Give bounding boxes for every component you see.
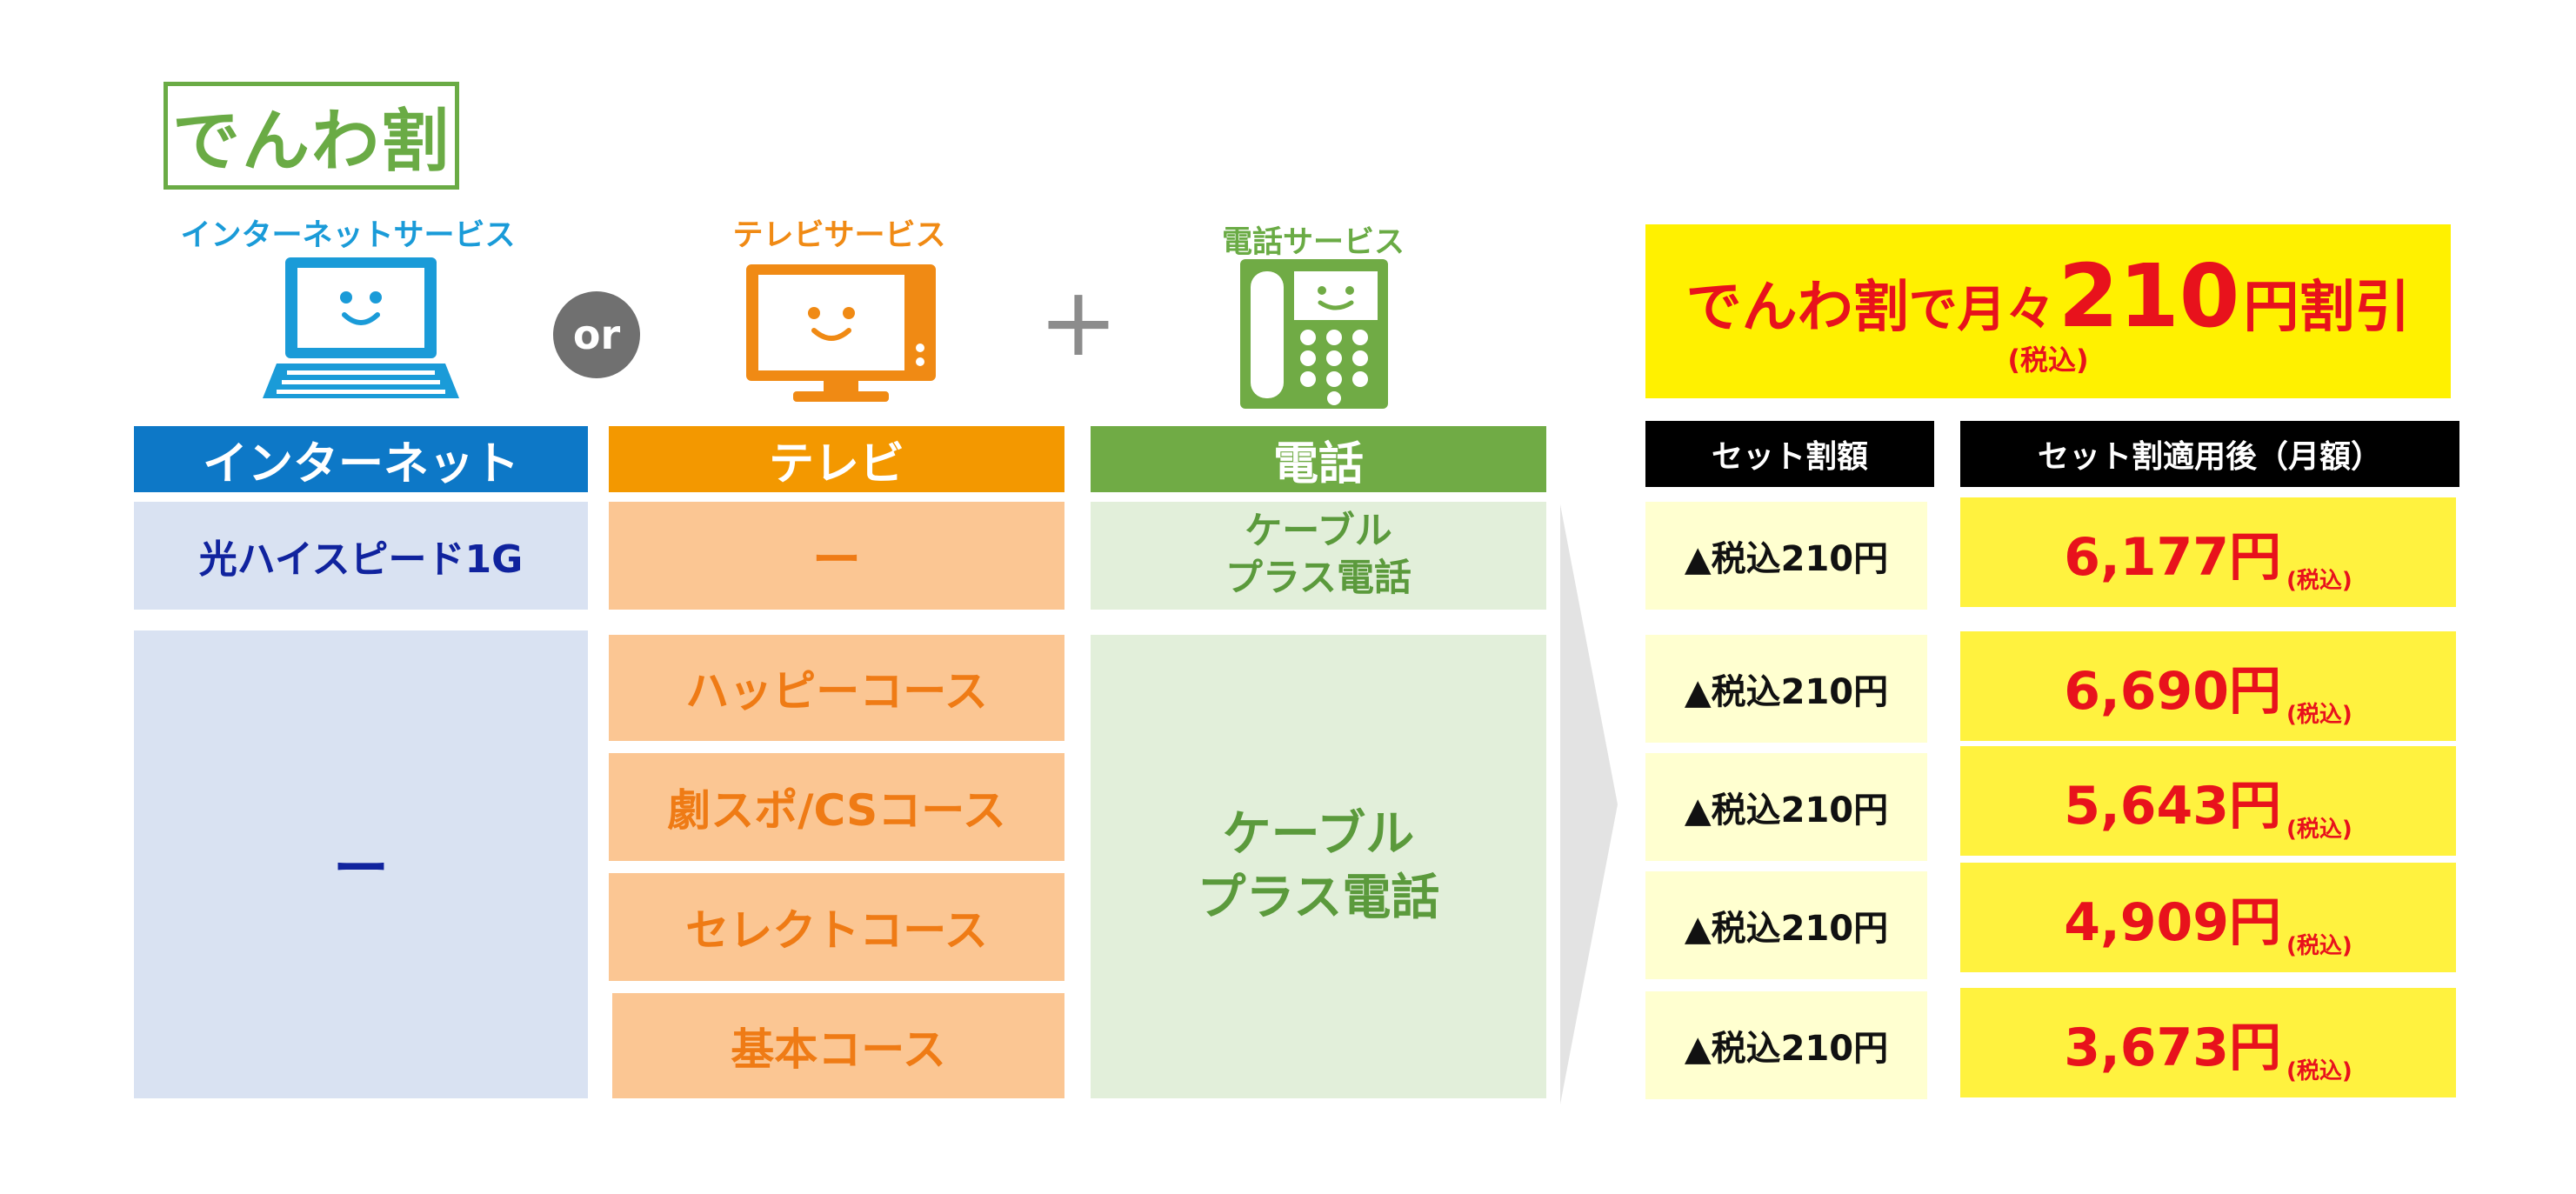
price-cell: 6,177円 (税込) (1960, 497, 2456, 607)
phone-icon (1240, 259, 1388, 409)
phone-service-label: 電話サービス (1221, 225, 1405, 260)
price-tax-note: (税込) (2286, 817, 2352, 843)
row1-phone-line2: プラス電話 (1225, 557, 1412, 600)
price-tax-note: (税込) (2286, 568, 2352, 594)
discount-cell: ▲税込210円 (1645, 753, 1927, 861)
promo-middle: で月々 (1908, 281, 2055, 338)
price-cell: 5,643円 (税込) (1960, 746, 2456, 856)
price-tax-note: (税込) (2286, 1058, 2352, 1084)
internet-service-label: インターネットサービス (180, 218, 516, 253)
price-value: 4,909円 (2064, 891, 2281, 953)
arrow-right-icon (1560, 504, 1618, 1104)
denwa-wari-badge: でんわ割 (164, 82, 459, 190)
price-value: 3,673円 (2064, 1017, 2281, 1078)
row2-internet-none: ー (134, 630, 588, 1098)
tv-course-happy: ハッピーコース (609, 635, 1064, 741)
price-value: 6,177円 (2064, 526, 2281, 588)
price-cell: 6,690円 (税込) (1960, 631, 2456, 741)
tv-course-gekispo-cs: 劇スポ/CSコース (609, 753, 1064, 861)
tv-course-select: セレクトコース (609, 873, 1064, 981)
row2-phone-plan: ケーブル プラス電話 (1091, 635, 1546, 1098)
price-value: 6,690円 (2064, 660, 2281, 722)
tv-course-basic: 基本コース (612, 993, 1064, 1098)
after-discount-header: セット割適用後（月額） (1960, 421, 2459, 487)
promo-tax-note: (税込) (2007, 343, 2089, 377)
set-discount-header: セット割額 (1645, 421, 1934, 487)
laptop-icon (263, 257, 459, 398)
internet-column-header: インターネット (134, 426, 588, 492)
row1-internet-plan: 光ハイスピード1G (134, 502, 588, 610)
discount-cell: ▲税込210円 (1645, 502, 1927, 610)
tv-icon (746, 264, 936, 402)
row1-phone-line1: ケーブル (1245, 510, 1392, 554)
discount-cell: ▲税込210円 (1645, 991, 1927, 1099)
discount-cell: ▲税込210円 (1645, 871, 1927, 979)
discount-cell: ▲税込210円 (1645, 635, 1927, 743)
or-symbol: or (553, 291, 640, 378)
price-tax-note: (税込) (2286, 933, 2352, 959)
promo-prefix: でんわ割 (1685, 275, 1909, 340)
price-cell: 3,673円 (税込) (1960, 988, 2456, 1097)
promo-suffix: 円割引 (2243, 275, 2411, 340)
phone-column-header: 電話 (1091, 426, 1546, 492)
row1-tv-none: ー (609, 502, 1064, 610)
row2-phone-line1: ケーブル (1222, 805, 1415, 863)
price-value: 5,643円 (2064, 775, 2281, 837)
tv-column-header: テレビ (609, 426, 1064, 492)
tv-service-label: テレビサービス (732, 218, 946, 253)
promo-banner: でんわ割 で月々 210 円割引 (税込) (1645, 224, 2451, 398)
price-cell: 4,909円 (税込) (1960, 863, 2456, 972)
row2-phone-line2: プラス電話 (1197, 869, 1440, 926)
price-tax-note: (税込) (2286, 702, 2352, 728)
promo-headline: でんわ割 で月々 210 円割引 (1686, 245, 2411, 347)
promo-amount: 210 (2058, 244, 2240, 347)
plus-symbol: + (1038, 266, 1119, 377)
row1-phone-plan: ケーブル プラス電話 (1091, 502, 1546, 610)
